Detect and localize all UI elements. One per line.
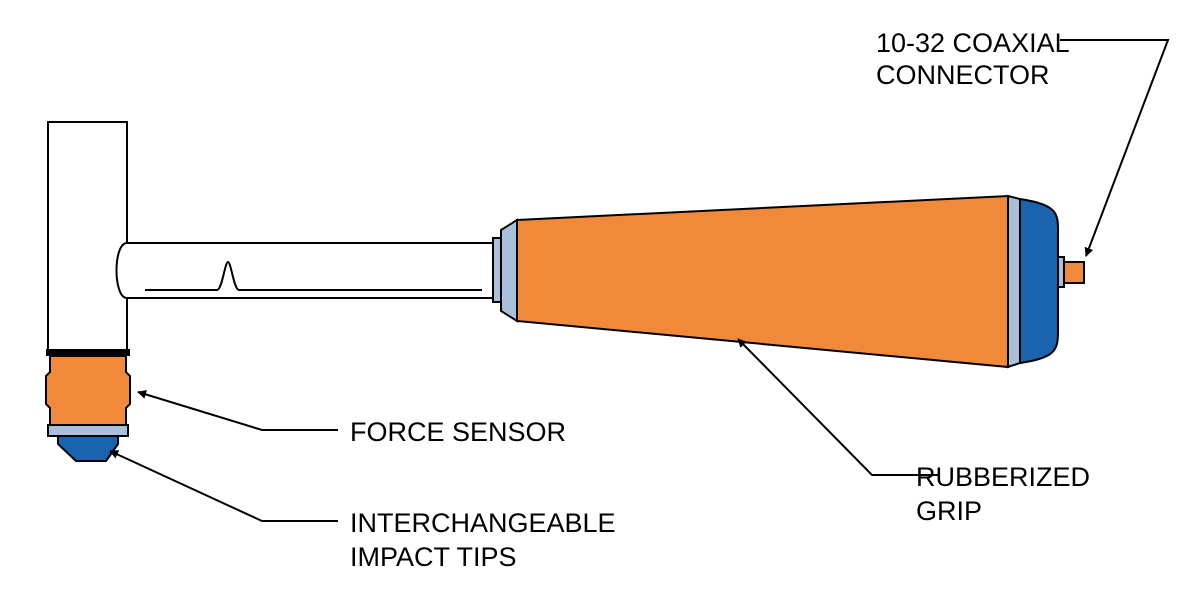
rubberized-grip — [516, 194, 1009, 369]
grip-collar — [492, 237, 502, 303]
head-band — [46, 349, 130, 356]
grip-front-ring — [500, 218, 518, 323]
connector-leader — [1060, 39, 1170, 257]
sensor-ring — [47, 424, 129, 437]
force-sensor-block — [45, 355, 131, 426]
grip-leader — [737, 338, 940, 476]
signal-waveform — [145, 260, 482, 291]
grip-label-line2: GRIP — [916, 496, 982, 526]
hammer-head — [46, 121, 130, 356]
tips-label-line2: IMPACT TIPS — [350, 542, 517, 572]
tips-leader — [109, 450, 338, 522]
handle-shaft — [115, 242, 498, 299]
end-cap — [1019, 197, 1060, 365]
force-sensor-label: FORCE SENSOR — [350, 417, 566, 447]
grip-rear-ring — [1007, 194, 1021, 369]
grip-label-line1: RUBBERIZED — [916, 462, 1090, 492]
impact-tip — [57, 435, 119, 462]
coaxial-connector — [1063, 261, 1085, 284]
tips-label-line1: INTERCHANGEABLE — [350, 508, 616, 538]
connector-label-line2: CONNECTOR — [876, 60, 1050, 90]
force-sensor-leader — [137, 390, 338, 431]
connector-label-line1: 10-32 COAXIAL — [876, 28, 1070, 58]
